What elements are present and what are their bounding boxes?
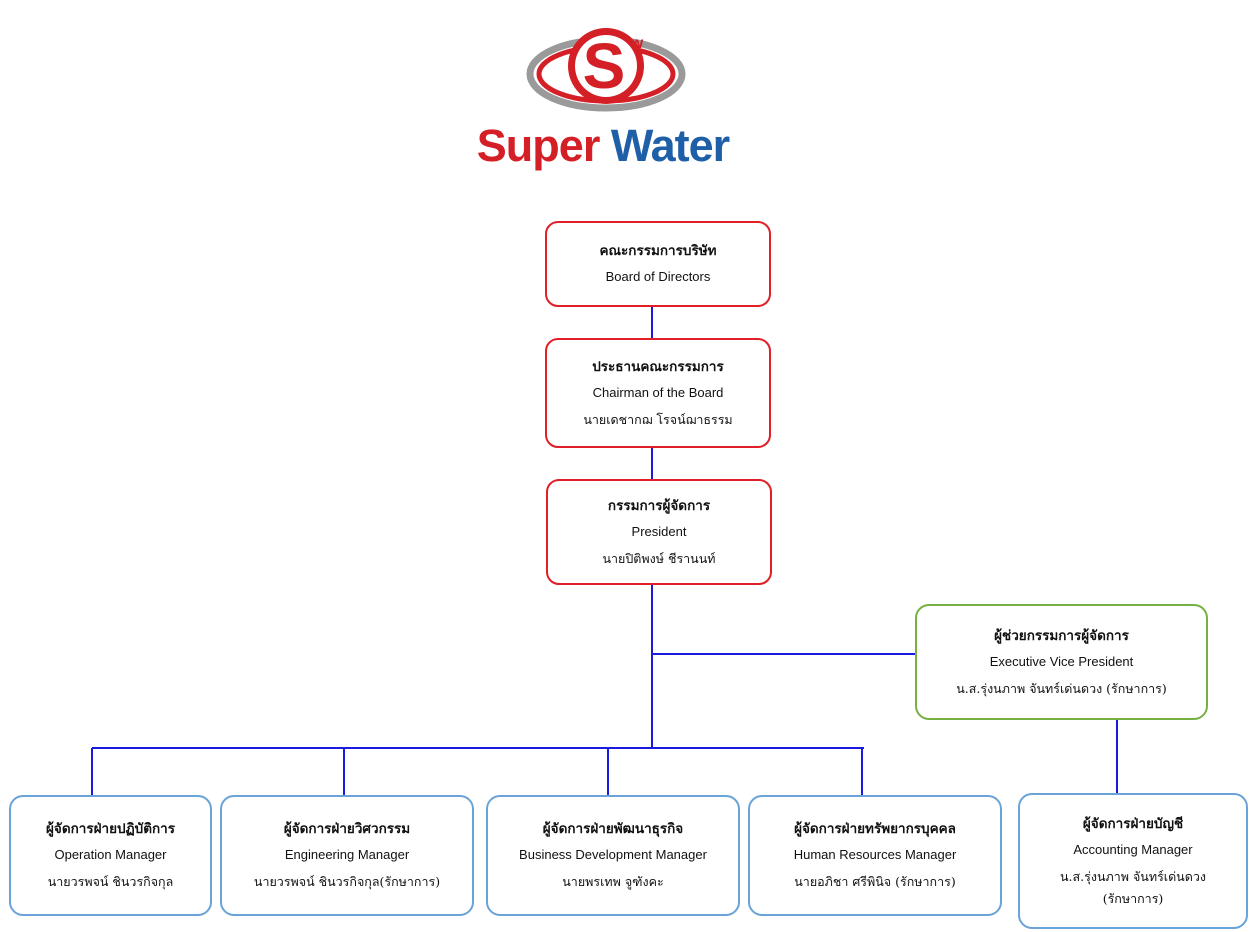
engineering-english-title: Engineering Manager	[284, 847, 410, 862]
operation-name: นายวรพจน์ ชินวรกิจกุล	[47, 874, 174, 889]
engineering-name: นายวรพจน์ ชินวรกิจกุล(รักษาการ)	[253, 874, 441, 889]
president-thai-title: กรรมการผู้จัดการ	[607, 497, 711, 514]
bizdev-english-title: Business Development Manager	[519, 847, 707, 862]
node-operation-manager: ผู้จัดการฝ่ายปฏิบัติการ Operation Manage…	[9, 795, 212, 916]
logo-emblem: S w	[526, 28, 686, 112]
logo-word-super: Super	[476, 120, 601, 171]
evp-english-title: Executive Vice President	[989, 653, 1134, 669]
chairman-name: นายเดชากฌ โรจน์ฌาธรรม	[583, 411, 733, 427]
company-logo: S w Super Water	[466, 8, 740, 188]
logo-wordmark: Super Water	[466, 120, 740, 172]
president-english-title: President	[631, 523, 687, 539]
bizdev-name: นายพรเทพ จูฑังคะ	[562, 874, 664, 889]
logo-superscript: w	[630, 35, 644, 52]
logo-letter: S	[583, 30, 626, 102]
node-board-of-directors: คณะกรรมการบริษัท Board of Directors	[545, 221, 771, 307]
evp-thai-title: ผู้ช่วยกรรมการผู้จัดการ	[994, 627, 1129, 644]
node-executive-vice-president: ผู้ช่วยกรรมการผู้จัดการ Executive Vice P…	[915, 604, 1208, 720]
node-chairman: ประธานคณะกรรมการ Chairman of the Board น…	[545, 338, 771, 448]
evp-name: น.ส.รุ่งนภาพ จันทร์เด่นดวง (รักษาการ)	[956, 680, 1167, 696]
board-english-title: Board of Directors	[605, 269, 711, 284]
accounting-acting-note: (รักษาการ)	[1102, 890, 1164, 906]
node-business-development-manager: ผู้จัดการฝ่ายพัฒนาธุรกิจ Business Develo…	[486, 795, 740, 916]
chairman-thai-title: ประธานคณะกรรมการ	[592, 358, 724, 375]
logo-word-water: Water	[610, 120, 730, 171]
board-thai-title: คณะกรรมการบริษัท	[599, 243, 717, 259]
accounting-english-title: Accounting Manager	[1073, 841, 1193, 857]
accounting-name: น.ส.รุ่งนภาพ จันทร์เด่นดวง	[1060, 868, 1206, 884]
node-president: กรรมการผู้จัดการ President นายปิติพงษ์ ช…	[546, 479, 772, 585]
bizdev-thai-title: ผู้จัดการฝ่ายพัฒนาธุรกิจ	[542, 821, 684, 837]
node-human-resources-manager: ผู้จัดการฝ่ายทรัพยากรบุคคล Human Resourc…	[748, 795, 1002, 916]
node-engineering-manager: ผู้จัดการฝ่ายวิศวกรรม Engineering Manage…	[220, 795, 474, 916]
hr-name: นายอภิชา ศรีพินิจ (รักษาการ)	[794, 874, 956, 889]
hr-thai-title: ผู้จัดการฝ่ายทรัพยากรบุคคล	[794, 821, 956, 837]
hr-english-title: Human Resources Manager	[793, 847, 957, 862]
node-accounting-manager: ผู้จัดการฝ่ายบัญชี Accounting Manager น.…	[1018, 793, 1248, 929]
operation-thai-title: ผู้จัดการฝ่ายปฏิบัติการ	[46, 821, 175, 837]
operation-english-title: Operation Manager	[54, 847, 167, 862]
chairman-english-title: Chairman of the Board	[592, 384, 724, 400]
president-name: นายปิติพงษ์ ชีรานนท์	[602, 550, 716, 566]
accounting-thai-title: ผู้จัดการฝ่ายบัญชี	[1082, 815, 1184, 832]
engineering-thai-title: ผู้จัดการฝ่ายวิศวกรรม	[283, 821, 411, 837]
